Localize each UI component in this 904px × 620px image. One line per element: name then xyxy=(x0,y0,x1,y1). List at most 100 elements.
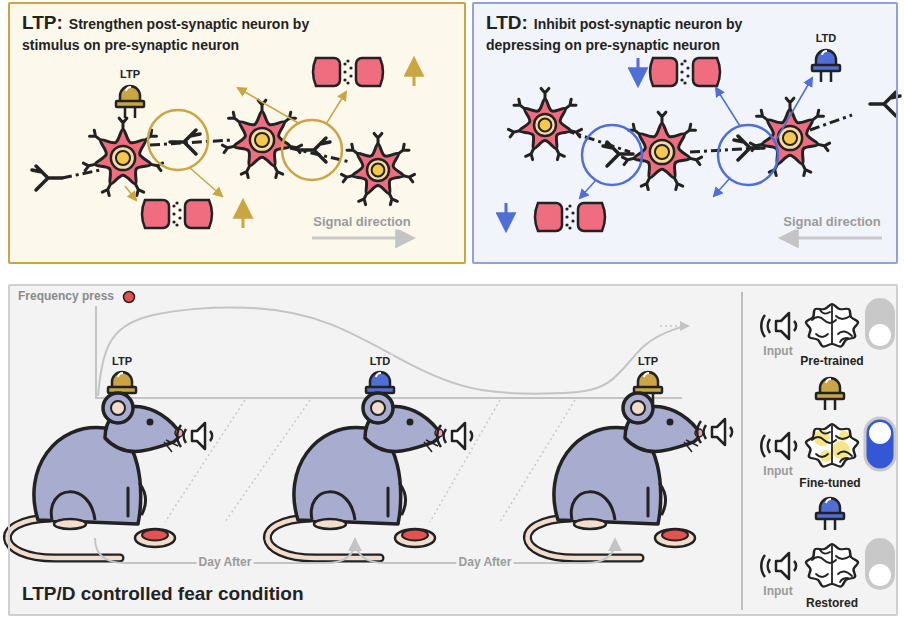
axis-label: Frequency press xyxy=(16,290,116,304)
rat-figure-part xyxy=(655,529,695,547)
axon-terminal xyxy=(603,142,633,166)
rat-figure-part xyxy=(51,492,95,520)
input-label: Input xyxy=(761,345,794,359)
brain-icon xyxy=(806,424,858,466)
led-stimulator-part xyxy=(118,373,123,377)
axon-line xyxy=(62,170,100,178)
rat-figure-part xyxy=(647,488,650,516)
guide-line xyxy=(430,400,500,522)
speaker-icon-part xyxy=(776,313,789,339)
rat-figure xyxy=(527,393,703,558)
brain-icon-part xyxy=(832,441,850,459)
synapse-icon-part xyxy=(565,215,568,218)
synapse-icon-part xyxy=(346,59,349,62)
stimulus-label: LTP xyxy=(110,355,134,368)
rat-figure-part xyxy=(147,419,154,426)
speaker-icon-part xyxy=(177,425,181,447)
synapse-icon-part xyxy=(565,207,568,210)
brain-icon-part xyxy=(820,430,830,434)
synapse-icon-part xyxy=(175,201,178,204)
speaker-icon xyxy=(177,423,212,449)
brain-icon-part xyxy=(812,437,836,443)
panel-description: Strengthen post-synaptic neuron by stimu… xyxy=(22,16,309,53)
panel-title: LTP: xyxy=(22,12,63,33)
brain-icon-part xyxy=(806,424,858,466)
synapse-icon-part xyxy=(313,58,340,86)
speaker-icon xyxy=(761,313,796,339)
input-label: Input xyxy=(761,585,794,599)
brain-icon-part xyxy=(831,426,833,464)
signal-arrow xyxy=(312,237,412,240)
rat-figure-part xyxy=(142,530,168,541)
rat-figure-part xyxy=(667,419,674,426)
rat-figure-part xyxy=(662,530,688,541)
led-stimulator-part xyxy=(116,101,144,107)
toggle-off-part xyxy=(865,298,895,350)
pointer-line xyxy=(125,186,136,200)
led-stimulator-part xyxy=(376,373,381,377)
led-stimulator-part xyxy=(812,65,840,71)
speaker-icon-part xyxy=(776,553,789,579)
led-stimulator xyxy=(816,378,844,410)
neuron-cell xyxy=(622,112,701,189)
guide-line xyxy=(165,400,245,522)
brain-icon-part xyxy=(820,310,830,314)
experiment-panel: LTP/D controlled fear condition xyxy=(8,284,898,616)
led-stimulator-part xyxy=(638,372,658,388)
rat-figure-part xyxy=(684,440,698,452)
fear-conditioning-illustration xyxy=(7,292,895,591)
neuron-cell-part xyxy=(234,111,290,165)
decrease-arrow xyxy=(637,58,640,84)
synapse-icon-part xyxy=(686,66,689,69)
synapse-icon-part xyxy=(178,216,181,219)
rat-figure-part xyxy=(311,492,355,520)
rat-figure-part xyxy=(400,484,406,514)
brain-icon-part xyxy=(840,338,848,342)
synapse-icon-part xyxy=(343,78,346,81)
synapse-icon-part xyxy=(680,78,683,81)
brain-icon-part xyxy=(836,556,850,559)
neuron-cell-part xyxy=(539,119,552,132)
speaker-icon-part xyxy=(761,315,765,337)
rat-figure-part xyxy=(424,440,438,452)
neuron-cell-part xyxy=(353,144,404,194)
synapse-icon-part xyxy=(578,203,605,231)
pointer-line xyxy=(776,78,812,140)
speaker-icon-part xyxy=(192,423,205,449)
synapse-icon-part xyxy=(568,226,571,229)
pointer-line xyxy=(326,92,346,124)
toggle-off xyxy=(865,538,895,590)
synapse-icon-part xyxy=(571,219,574,222)
signal-arrow xyxy=(782,237,882,240)
neuron-cell-part xyxy=(534,114,556,136)
synapse-icon xyxy=(142,200,212,228)
neuron-cell xyxy=(222,100,301,177)
led-stimulator-part xyxy=(112,372,132,388)
brain-icon-part xyxy=(816,334,828,337)
model-state-label: Restored xyxy=(804,597,860,611)
synapse-icon xyxy=(535,203,605,231)
brain-icon-part xyxy=(816,574,828,577)
synapse-icon-part xyxy=(680,62,683,65)
synapse-icon-part xyxy=(686,74,689,77)
neuron-cell-part xyxy=(111,146,135,170)
brain-icon-part xyxy=(840,578,848,582)
pointer-line xyxy=(190,168,222,196)
neuron-cell-part xyxy=(783,131,797,145)
press-curve xyxy=(98,307,684,396)
speaker-icon-part xyxy=(210,431,212,441)
speaker-icon-part xyxy=(437,425,441,447)
neuron-cell xyxy=(508,88,581,159)
speaker-icon xyxy=(697,419,732,445)
brain-icon-part xyxy=(836,316,850,319)
rat-figure-part xyxy=(164,440,178,452)
rat-figure-part xyxy=(660,484,666,514)
speaker-icon-part xyxy=(452,423,465,449)
speaker-icon-part xyxy=(470,431,472,441)
synapse-icon-part xyxy=(349,74,352,77)
brain-icon-part xyxy=(812,317,836,323)
toggle-on-part xyxy=(869,422,891,444)
rat-figure-part xyxy=(387,488,390,516)
brain-icon-part xyxy=(820,550,830,554)
rat-figure-part xyxy=(103,393,133,423)
